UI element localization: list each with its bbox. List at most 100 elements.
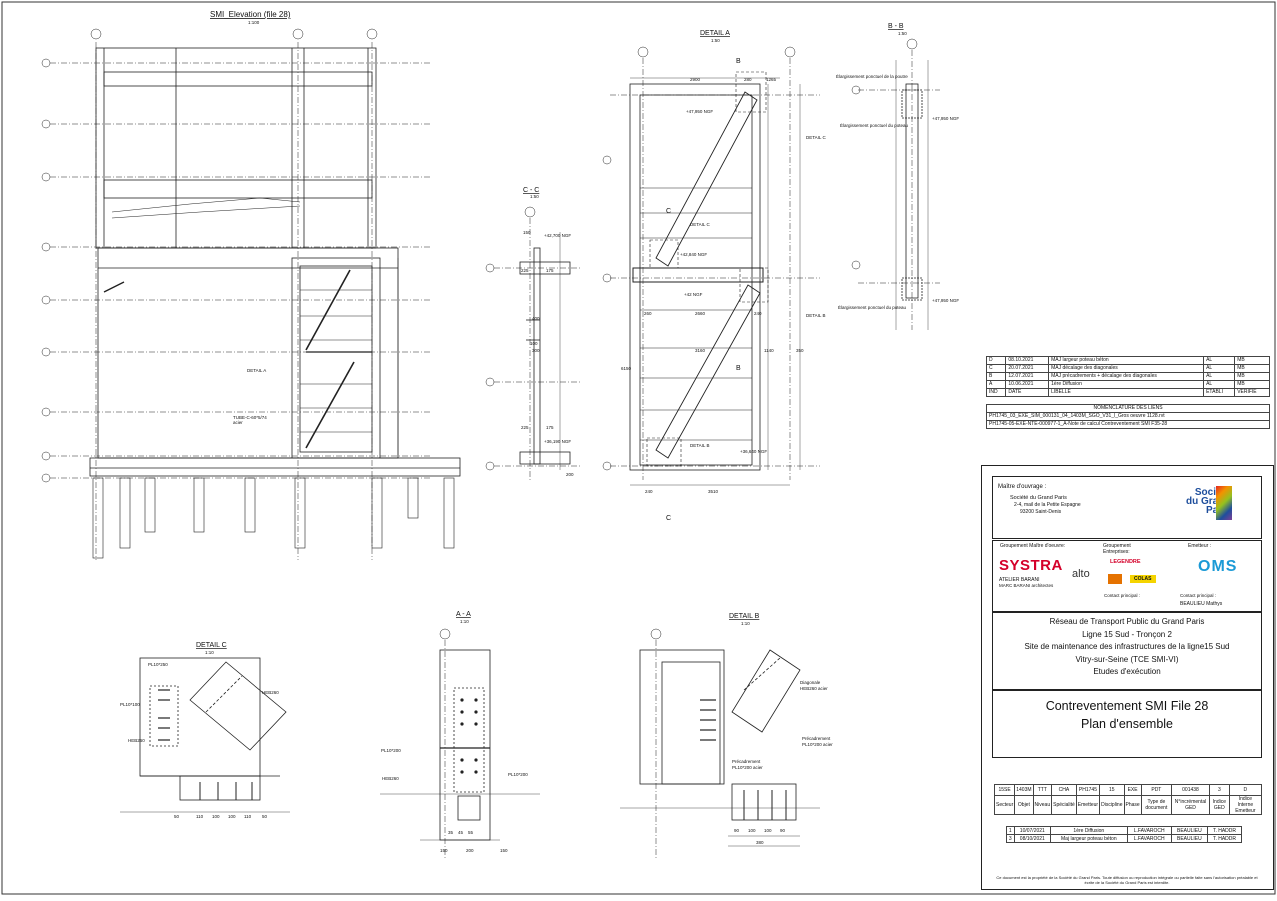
systra-logo: SYSTRA	[999, 557, 1063, 574]
ent-label-0: Groupement	[1103, 543, 1131, 549]
owner-label: Maître d'ouvrage :	[998, 484, 1047, 490]
code-cell: PH1745	[1075, 784, 1101, 796]
atelier-line-0: ATELIER BARANI	[999, 577, 1040, 583]
section-cc-level-bottom: +36,190 NGF	[544, 439, 571, 444]
revision-verifie: MB	[1234, 380, 1270, 389]
detail-b-dim-4: 380	[756, 840, 764, 845]
drawing-title-box	[992, 690, 1262, 758]
sgp-logo-mark	[1216, 486, 1232, 520]
detail-a-scale: 1:50	[711, 38, 720, 43]
rev-header-etabli: ÉTABLI	[1203, 388, 1236, 397]
elevation-scale: 1:100	[248, 20, 260, 25]
section-cc-view	[485, 206, 580, 480]
detail-a-dim-10: 240	[645, 489, 653, 494]
detail-b-label-1: HEB260 acier	[800, 686, 828, 691]
elevation-label-tube-sub: acier	[233, 420, 243, 425]
detail-a-dim-3: 2660	[695, 311, 706, 316]
revision-ind: C	[985, 364, 1007, 373]
code-cell: 1403M	[1014, 784, 1034, 796]
detail-b-dim-3: 90	[780, 828, 786, 833]
revision-date: 20.07.2021	[1005, 364, 1050, 373]
detail-a-level-2: +42 NGF	[684, 292, 703, 297]
section-bb-note-1: Élargissement ponctuel du poteau	[840, 122, 909, 128]
revision-verifie: MB	[1234, 372, 1270, 381]
colas-logo: COLAS	[1130, 575, 1156, 583]
code-cell: 15SE	[993, 784, 1016, 796]
code-cell: CHA	[1051, 784, 1077, 796]
detail-a-label-c2: DETAIL C	[690, 222, 711, 227]
emetteur-label: Emetteur :	[1188, 543, 1212, 549]
revisions-header-row: IND DATE LIBELLÉ ÉTABLI VÉRIFIÉ	[985, 388, 1270, 397]
section-aa-dim-4: 45	[458, 830, 464, 835]
section-aa-label-2: HEB260	[382, 776, 399, 781]
section-bb-level-1: +47,950 NGF	[932, 298, 959, 303]
detail-c-view	[120, 657, 290, 813]
elevation-view: SMI_Elevation (file 28) 1:100	[41, 10, 461, 560]
code-label-cell: Discipline	[1099, 795, 1125, 815]
cc-dim-300: 300	[532, 348, 540, 353]
section-bb-title: B - B	[888, 23, 904, 30]
history-date: 10/07/2021	[1013, 826, 1052, 835]
atelier-line-1: MARC BARANI architectes	[999, 583, 1054, 588]
project-line-4: Etudes d'exécution	[1093, 667, 1161, 676]
code-cell: 3	[1208, 784, 1230, 796]
legendre-logo: LEGENDRE	[1110, 559, 1141, 565]
code-label-cell: Indice GED	[1208, 795, 1230, 815]
rev-header-verifie: VÉRIFIÉ	[1234, 388, 1270, 397]
revision-etabli: AL	[1203, 364, 1236, 373]
section-bb-level-0: +47,950 NGF	[932, 116, 959, 121]
cc-dim-175b: 175	[546, 425, 554, 430]
detail-b-label-5: PL10*200 acier	[732, 765, 763, 770]
revision-etabli: AL	[1203, 372, 1236, 381]
revision-ind: D	[985, 356, 1007, 365]
detail-c-dim-3: 100	[228, 814, 236, 819]
sgp-logo-line-0: Société	[1194, 487, 1231, 498]
code-cell: EXE	[1123, 784, 1142, 796]
section-aa-dim-1: 200	[466, 848, 474, 853]
cc-dim-225a: 225	[521, 268, 529, 273]
section-bb-note-2: Élargissement ponctuel du poteau	[838, 304, 907, 310]
rev-header-ind: IND	[985, 388, 1007, 397]
history-verifie: BEAULIEU	[1170, 826, 1208, 835]
cc-dim-100: 100	[530, 341, 538, 346]
code-cell: D	[1228, 784, 1263, 796]
detail-a-cut-b: B	[736, 58, 741, 65]
detail-a-cut-c2: C	[666, 515, 671, 522]
detail-b-label-4: Précadrement	[732, 759, 761, 764]
detail-c-scale: 1:10	[205, 650, 214, 655]
revision-libelle: MAJ décalage des diagonales	[1048, 364, 1205, 373]
owner-line-2: 93200 Saint-Denis	[1020, 509, 1062, 515]
detail-b-label-3: PL10*200 acier	[802, 742, 833, 747]
detail-a-dim-6: 3160	[695, 348, 706, 353]
history-verifie: BEAULIEU	[1170, 834, 1208, 843]
section-aa-title: A - A	[456, 611, 471, 618]
revision-date: 10.06.2021	[1005, 380, 1050, 389]
revision-date: 12.07.2021	[1005, 372, 1050, 381]
revision-ind: A	[985, 380, 1007, 389]
detail-b-view	[620, 628, 820, 860]
detail-a-view	[602, 46, 820, 486]
detail-a-label-c: DETAIL C	[806, 135, 827, 140]
code-label-cell: Emetteur	[1075, 795, 1101, 815]
teams-box	[992, 540, 1262, 612]
revision-verifie: MB	[1234, 364, 1270, 373]
detail-a-dim-11: 6150	[621, 366, 632, 371]
drawing-title: Contreventement SMI File 28 Plan d'ensem…	[992, 697, 1262, 733]
detail-a-dim-9: 3510	[708, 489, 719, 494]
cc-dim-400: 400	[532, 316, 540, 321]
detail-a-level-1: +42,840 NGF	[680, 252, 707, 257]
detail-b-label-0: Diagonale	[800, 680, 821, 685]
detail-a-level-3: +36,640 NGF	[740, 449, 767, 454]
ent-logo-mark	[1108, 574, 1122, 584]
rev-header-libelle: LIBELLÉ	[1048, 388, 1205, 397]
detail-a-dim-4: 240	[754, 311, 762, 316]
section-aa-dim-3: 35	[448, 830, 454, 835]
history-valide: T. HADDR	[1206, 826, 1243, 835]
section-aa-scale: 1:10	[460, 619, 469, 624]
revision-ind: B	[985, 372, 1007, 381]
section-aa-label-0: PL10*200	[381, 748, 401, 753]
